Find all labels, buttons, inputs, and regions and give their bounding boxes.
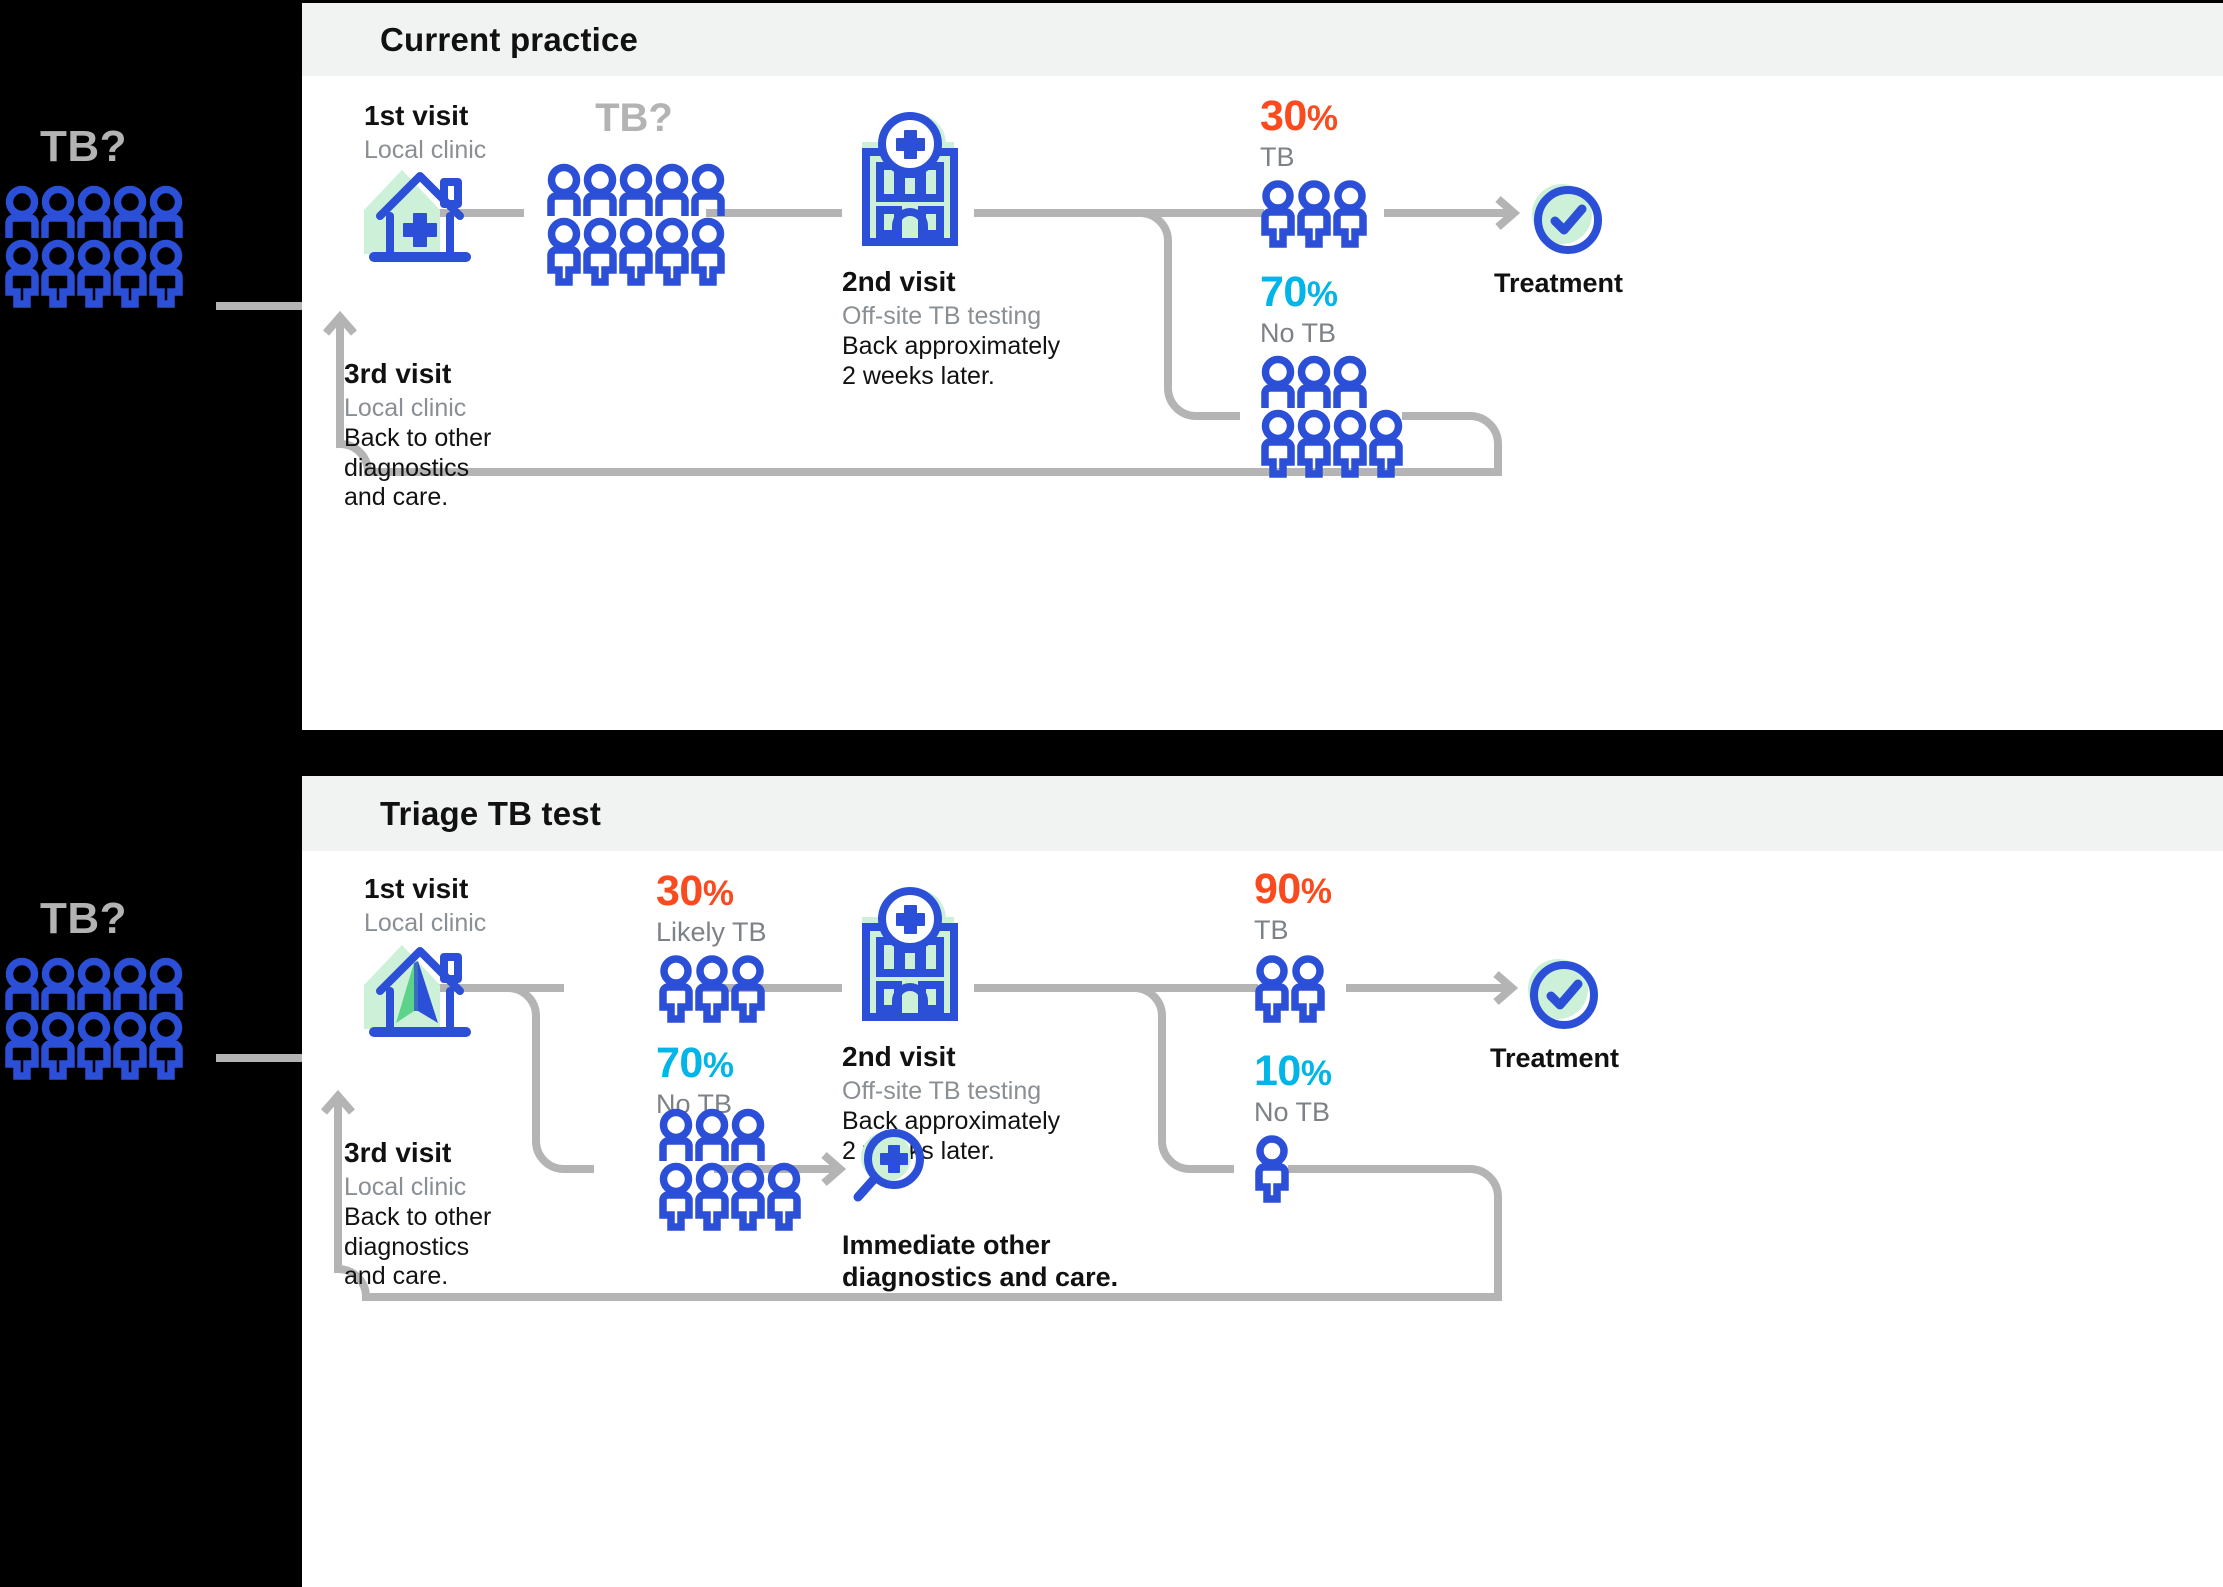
outcome-percent-label: No TB	[1260, 318, 1337, 349]
no-tb-percent-value: 70%	[656, 1039, 734, 1087]
node-subtitle: Local clinic	[344, 393, 467, 422]
node-title: 3rd visit	[344, 358, 452, 389]
panel-title: Current practice	[380, 20, 639, 58]
node-subtitle: Local clinic	[364, 908, 487, 937]
node-title: 3rd visit	[344, 1137, 452, 1168]
outcome-percent-value: 30%	[1260, 92, 1338, 140]
outcome-percent-label: No TB	[1254, 1097, 1331, 1128]
panel-body-current-practice: 1st visit Local clinic	[302, 76, 2223, 730]
outcome-percent-value: 70%	[1260, 268, 1338, 316]
likely-tb-percent-value: 30%	[656, 867, 734, 915]
entry-triage-tb-test: TB?	[0, 894, 300, 1080]
likely-tb-triage: 30% Likely TB	[656, 867, 767, 951]
outcome-percent-value: 90%	[1254, 865, 1332, 913]
node-title: 1st visit	[364, 100, 469, 131]
entry-label-tb-question: TB?	[40, 894, 128, 943]
entry-crowd-icon	[4, 182, 300, 308]
likely-tb-percent-label: Likely TB	[656, 917, 767, 948]
treatment-label-triage: Treatment	[1490, 1043, 1619, 1074]
node-title: 2nd visit	[842, 266, 956, 297]
panel-header-triage-tb-test: Triage TB test	[302, 776, 2223, 851]
node-subtitle: Local clinic	[364, 135, 487, 164]
entry-crowd-icon	[4, 954, 300, 1080]
node-subtitle: Off-site TB testing	[842, 1076, 1042, 1105]
node-subtitle: Off-site TB testing	[842, 301, 1042, 330]
outcome-tb-current: 30% TB	[1260, 92, 1338, 176]
node-subtitle: Local clinic	[344, 1172, 467, 1201]
panel-title: Triage TB test	[380, 794, 602, 832]
node-first-visit-current: 1st visit Local clinic	[364, 98, 486, 166]
node-second-visit-current: 2nd visit Off-site TB testing Back appro…	[842, 264, 1060, 391]
treatment-label: Treatment	[1490, 1043, 1620, 1073]
outcome-percent-value: 10%	[1254, 1047, 1332, 1095]
entry-label-tb-question: TB?	[40, 122, 128, 171]
node-title: 2nd visit	[842, 1041, 956, 1072]
node-first-visit-triage: 1st visit Local clinic	[364, 871, 486, 939]
queue-label-tb-question: TB?	[595, 96, 673, 140]
treatment-label: Treatment	[1494, 268, 1624, 298]
outcome-no-tb-triage: 10% No TB	[1254, 1047, 1332, 1131]
entry-current-practice: TB?	[0, 122, 300, 308]
outcome-tb-people-icon	[1254, 955, 1344, 1027]
outcome-percent-label: TB	[1260, 142, 1295, 173]
outcome-percent-label: TB	[1254, 915, 1289, 946]
outcome-tb-triage: 90% TB	[1254, 865, 1332, 949]
hospital-icon	[844, 112, 974, 262]
panel-header-current-practice: Current practice	[302, 3, 2223, 76]
node-queue-current: TB?	[554, 96, 714, 141]
outcome-no-tb-current: 70% No TB	[1260, 268, 1338, 352]
outcome-no-tb-people-icon	[1260, 352, 1420, 478]
panel-current-practice: Current practice	[302, 3, 2223, 730]
clinic-house-icon	[356, 158, 482, 268]
outcome-no-tb-people-icon	[1254, 1135, 1304, 1207]
queue-crowd-icon	[546, 160, 736, 286]
check-circle-icon	[1524, 176, 1610, 262]
likely-tb-people-icon	[658, 955, 778, 1027]
panel-triage-tb-test: Triage TB test	[302, 776, 2223, 1587]
clinic-triage-house-icon	[356, 933, 482, 1043]
hospital-icon	[844, 887, 974, 1037]
check-circle-icon	[1520, 951, 1606, 1037]
panel-body-triage-tb-test: 1st visit Local clinic	[302, 851, 2223, 1587]
treatment-label-current: Treatment	[1494, 268, 1623, 299]
magnifier-plus-icon	[850, 1123, 940, 1213]
no-tb-screen-people-icon	[658, 1105, 818, 1231]
outcome-tb-people-icon	[1260, 180, 1380, 252]
node-title: 1st visit	[364, 873, 469, 904]
